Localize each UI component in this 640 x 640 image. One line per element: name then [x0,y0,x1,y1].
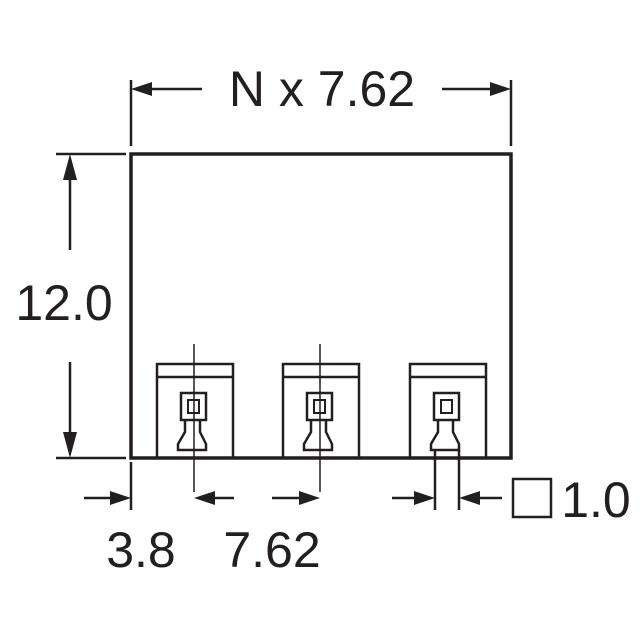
arrow-up-icon [63,154,77,180]
width-label: N x 7.62 [229,61,415,117]
terminal-pin-2 [281,344,361,492]
pin-size-label: 1.0 [561,472,631,528]
height-label: 12.0 [15,275,112,331]
arrow-left-icon [194,491,215,505]
width-dimension: N x 7.62 [129,61,513,146]
arrow-right-icon [414,491,435,505]
terminal-pin-3 [408,362,488,510]
height-dimension: 12.0 [15,152,126,460]
pin-size-dimension: 1.0 [392,472,631,528]
terminal-pin-1 [155,344,235,492]
arrow-down-icon [63,432,77,458]
edge-offset-label: 3.8 [106,522,176,578]
arrow-left-icon [459,491,480,505]
pitch-label: 7.62 [223,522,320,578]
square-symbol-icon [511,477,553,519]
pitch-dimension: 7.62 [223,491,321,578]
arrow-left-icon [131,82,152,96]
edge-offset-dimension: 3.8 [84,462,234,578]
arrow-right-icon [299,491,320,505]
arrow-right-icon [110,491,131,505]
arrow-right-icon [490,82,511,96]
